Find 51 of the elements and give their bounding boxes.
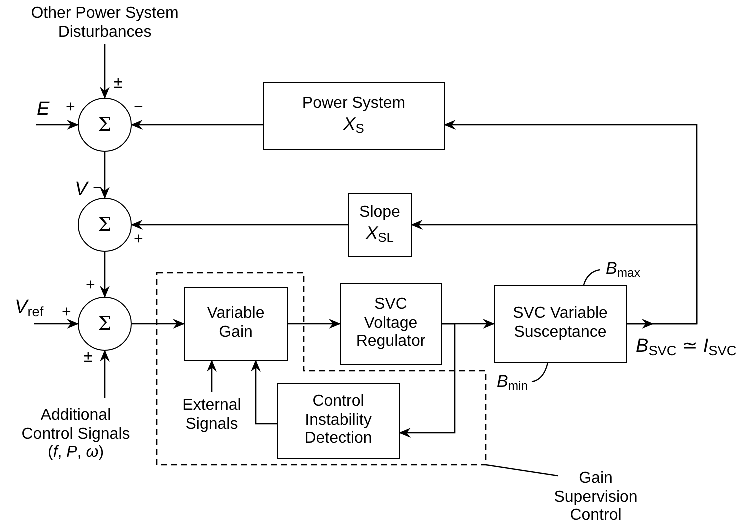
sigma-symbol: Σ <box>98 114 112 136</box>
box-label: Control Instability Detection <box>304 392 374 450</box>
arrow <box>100 152 110 199</box>
limit-label: B$_{min}$ <box>497 373 528 392</box>
sign-label: − <box>93 181 102 197</box>
arrow <box>131 120 263 130</box>
arrow <box>207 360 217 392</box>
sign-label: + <box>66 100 76 116</box>
box-label: X$_{SL}$ <box>366 223 394 246</box>
text-label: Other Power System Disturbances <box>30 5 180 43</box>
arrow <box>132 319 185 329</box>
block-box <box>340 283 442 365</box>
block-box <box>184 287 288 361</box>
box-label: SVC Voltage Regulator <box>355 296 427 352</box>
box-label: Slope <box>360 204 400 224</box>
arrow <box>399 323 456 438</box>
text-label: External Signals <box>182 397 242 435</box>
summing-junction <box>78 98 132 152</box>
arrow <box>411 220 698 325</box>
text-label: Additional Control Signals (f, P, ω) <box>20 406 132 464</box>
arrow <box>36 120 79 130</box>
block-box <box>277 383 400 459</box>
sign-label: ± <box>84 350 93 366</box>
summing-junction <box>78 198 132 252</box>
arrow <box>100 350 110 398</box>
sign-label: ± <box>114 76 123 92</box>
arrow <box>288 319 341 329</box>
limit-label: B$_{max}$ <box>606 260 640 280</box>
sign-label: + <box>134 232 144 248</box>
arrow <box>100 44 110 99</box>
arrow <box>34 319 79 329</box>
sign-label: + <box>86 278 96 294</box>
summing-junction <box>78 297 132 351</box>
signal-label: V$_{ref}$ <box>14 298 45 320</box>
box-label: X$_{S}$ <box>344 114 364 137</box>
arrow <box>131 220 348 230</box>
sigma-symbol: Σ <box>98 214 112 236</box>
sign-label: + <box>62 305 72 321</box>
sigma-symbol: Σ <box>98 313 112 335</box>
block-box <box>348 193 412 257</box>
arrow <box>100 252 110 298</box>
text-label: Gain Supervision Control <box>554 470 638 526</box>
box-label: Power System <box>302 95 406 114</box>
output-label: B$_{SVC}$ ≃ I$_{SVC}$ <box>636 337 737 358</box>
block-box <box>263 82 445 150</box>
sign-label: − <box>134 100 144 116</box>
leader-line <box>486 464 558 477</box>
block-box <box>494 285 627 363</box>
box-label: Variable Gain <box>206 305 266 343</box>
box-label: SVC Variable Susceptance <box>512 305 609 343</box>
arrow <box>251 360 277 425</box>
